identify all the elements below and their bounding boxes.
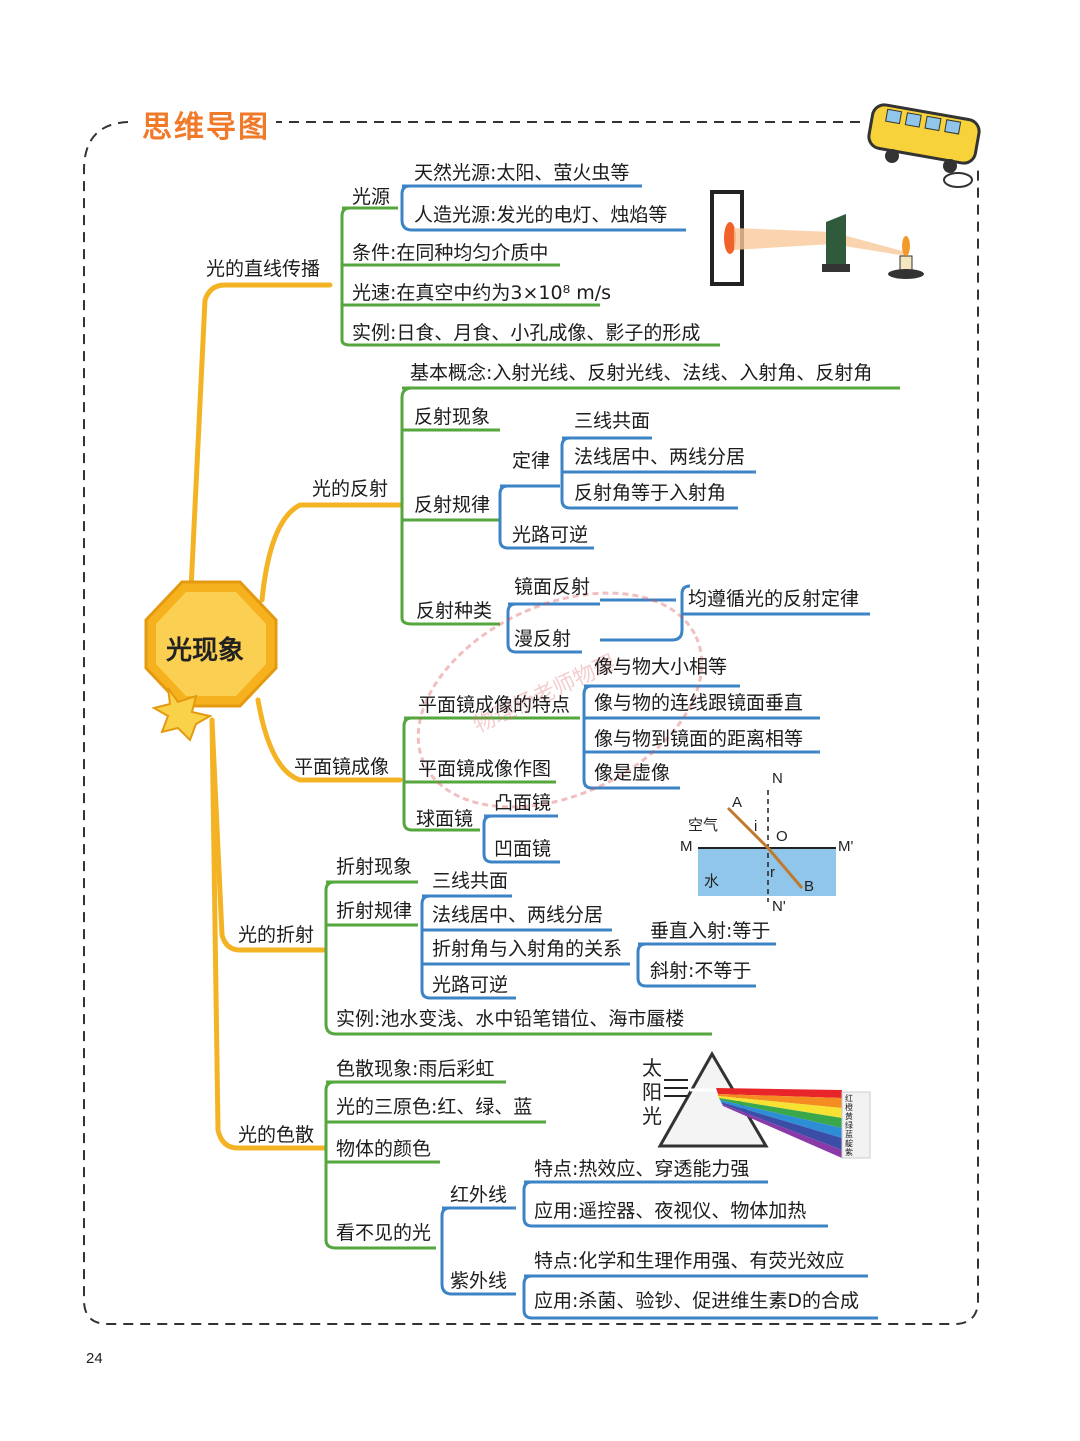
mirror-feature-4: 像是虚像 <box>594 762 671 784</box>
branch-straight-label: 光的直线传播 <box>206 258 321 280</box>
reflection-rule-label: 定律 <box>512 450 551 472</box>
dispersion-phenomenon-label: 色散现象:雨后彩虹 <box>336 1058 495 1080</box>
reflection-normal-label: 法线居中、两线分居 <box>574 446 746 468</box>
fig-M2: M' <box>838 838 854 855</box>
blue-brackets <box>400 184 878 1320</box>
diffuse-reflection-label: 漫反射 <box>514 628 572 650</box>
fig-i: i <box>754 818 758 835</box>
primary-colors-label: 光的三原色:红、绿、蓝 <box>336 1096 533 1118</box>
fig-O: O <box>776 828 788 845</box>
reflection-phenomenon-label: 反射现象 <box>414 406 491 428</box>
concave-mirror-label: 凹面镜 <box>494 838 552 860</box>
straight-examples-label: 实例:日食、月食、小孔成像、影子的形成 <box>352 322 701 344</box>
specular-reflection-label: 镜面反射 <box>514 576 591 598</box>
spherical-mirror-label: 球面镜 <box>416 808 474 830</box>
watermark-stamp <box>416 591 704 809</box>
reflection-coplanar-label: 三线共面 <box>574 410 651 432</box>
branch-refraction-label: 光的折射 <box>238 924 315 946</box>
fig-air: 空气 <box>688 817 719 834</box>
bus-icon <box>867 103 981 188</box>
prism-figure <box>657 1050 871 1159</box>
refraction-coplanar-label: 三线共面 <box>432 870 509 892</box>
fig-M: M <box>680 838 693 855</box>
center-node-label: 光现象 <box>166 636 245 666</box>
refraction-relation-label: 折射角与入射角的关系 <box>432 938 623 960</box>
refraction-law-label: 折射规律 <box>336 900 413 922</box>
sunlight-label: 太阳光 <box>642 1056 662 1128</box>
trunk-lines <box>187 282 403 1151</box>
spectrum-label: 红橙黄绿蓝靛紫 <box>845 1094 853 1157</box>
frame-border <box>83 121 979 1325</box>
oblique-label: 斜射:不等于 <box>650 960 752 982</box>
artificial-source-label: 人造光源:发光的电灯、烛焰等 <box>414 204 668 226</box>
reflection-concepts-label: 基本概念:入射光线、反射光线、法线、入射角、反射角 <box>410 362 873 384</box>
condition-label: 条件:在同种均匀介质中 <box>352 242 549 264</box>
both-obey-label: 均遵循光的反射定律 <box>688 588 860 610</box>
perpendicular-label: 垂直入射:等于 <box>650 920 771 942</box>
fig-r: r <box>770 864 775 881</box>
invisible-light-label: 看不见的光 <box>336 1222 432 1244</box>
fig-water: 水 <box>704 873 720 890</box>
natural-source-label: 天然光源:太阳、萤火虫等 <box>414 162 630 184</box>
page-number: 24 <box>86 1350 103 1367</box>
speed-label: 光速:在真空中约为3×10⁸ m/s <box>352 282 612 304</box>
fig-A: A <box>732 794 743 811</box>
star-icon <box>151 687 213 742</box>
refraction-figure <box>698 790 836 902</box>
fig-N2: N' <box>772 898 786 915</box>
mirror-feature-2: 像与物的连线跟镜面垂直 <box>594 692 804 714</box>
infrared-label: 红外线 <box>450 1184 508 1206</box>
uv-use-label: 应用:杀菌、验钞、促进维生素D的合成 <box>534 1290 860 1312</box>
branch-reflection-label: 光的反射 <box>312 478 389 500</box>
mirror-feature-1: 像与物大小相等 <box>594 656 728 678</box>
reflection-angle-label: 反射角等于入射角 <box>574 482 727 504</box>
light-source-label: 光源 <box>352 186 391 208</box>
reflection-types-label: 反射种类 <box>416 600 493 622</box>
green-brackets <box>324 206 900 1250</box>
mirror-features-label: 平面镜成像的特点 <box>418 694 571 716</box>
refraction-normal-label: 法线居中、两线分居 <box>432 904 604 926</box>
reflection-law-label: 反射规律 <box>414 494 491 516</box>
refraction-phenomenon-label: 折射现象 <box>336 856 413 878</box>
refraction-examples-label: 实例:池水变浅、水中铅笔错位、海市蜃楼 <box>336 1008 685 1030</box>
pinhole-figure <box>710 190 924 286</box>
branch-dispersion-label: 光的色散 <box>238 1124 315 1146</box>
mirror-drawing-label: 平面镜成像作图 <box>418 758 552 780</box>
reflection-reversible-label: 光路可逆 <box>512 524 589 546</box>
page-title: 思维导图 <box>136 102 276 146</box>
object-color-label: 物体的颜色 <box>336 1138 432 1160</box>
convex-mirror-label: 凸面镜 <box>494 792 552 814</box>
ir-feature-label: 特点:热效应、穿透能力强 <box>534 1158 750 1180</box>
ir-use-label: 应用:遥控器、夜视仪、物体加热 <box>534 1200 807 1222</box>
branch-mirror-label: 平面镜成像 <box>294 756 390 778</box>
fig-N: N <box>772 770 783 787</box>
center-node-inner <box>156 592 266 696</box>
mirror-feature-3: 像与物到镜面的距离相等 <box>594 728 804 750</box>
uv-feature-label: 特点:化学和生理作用强、有荧光效应 <box>534 1250 845 1272</box>
fig-B: B <box>804 878 815 895</box>
ultraviolet-label: 紫外线 <box>450 1270 508 1292</box>
refraction-reversible-label: 光路可逆 <box>432 974 509 996</box>
